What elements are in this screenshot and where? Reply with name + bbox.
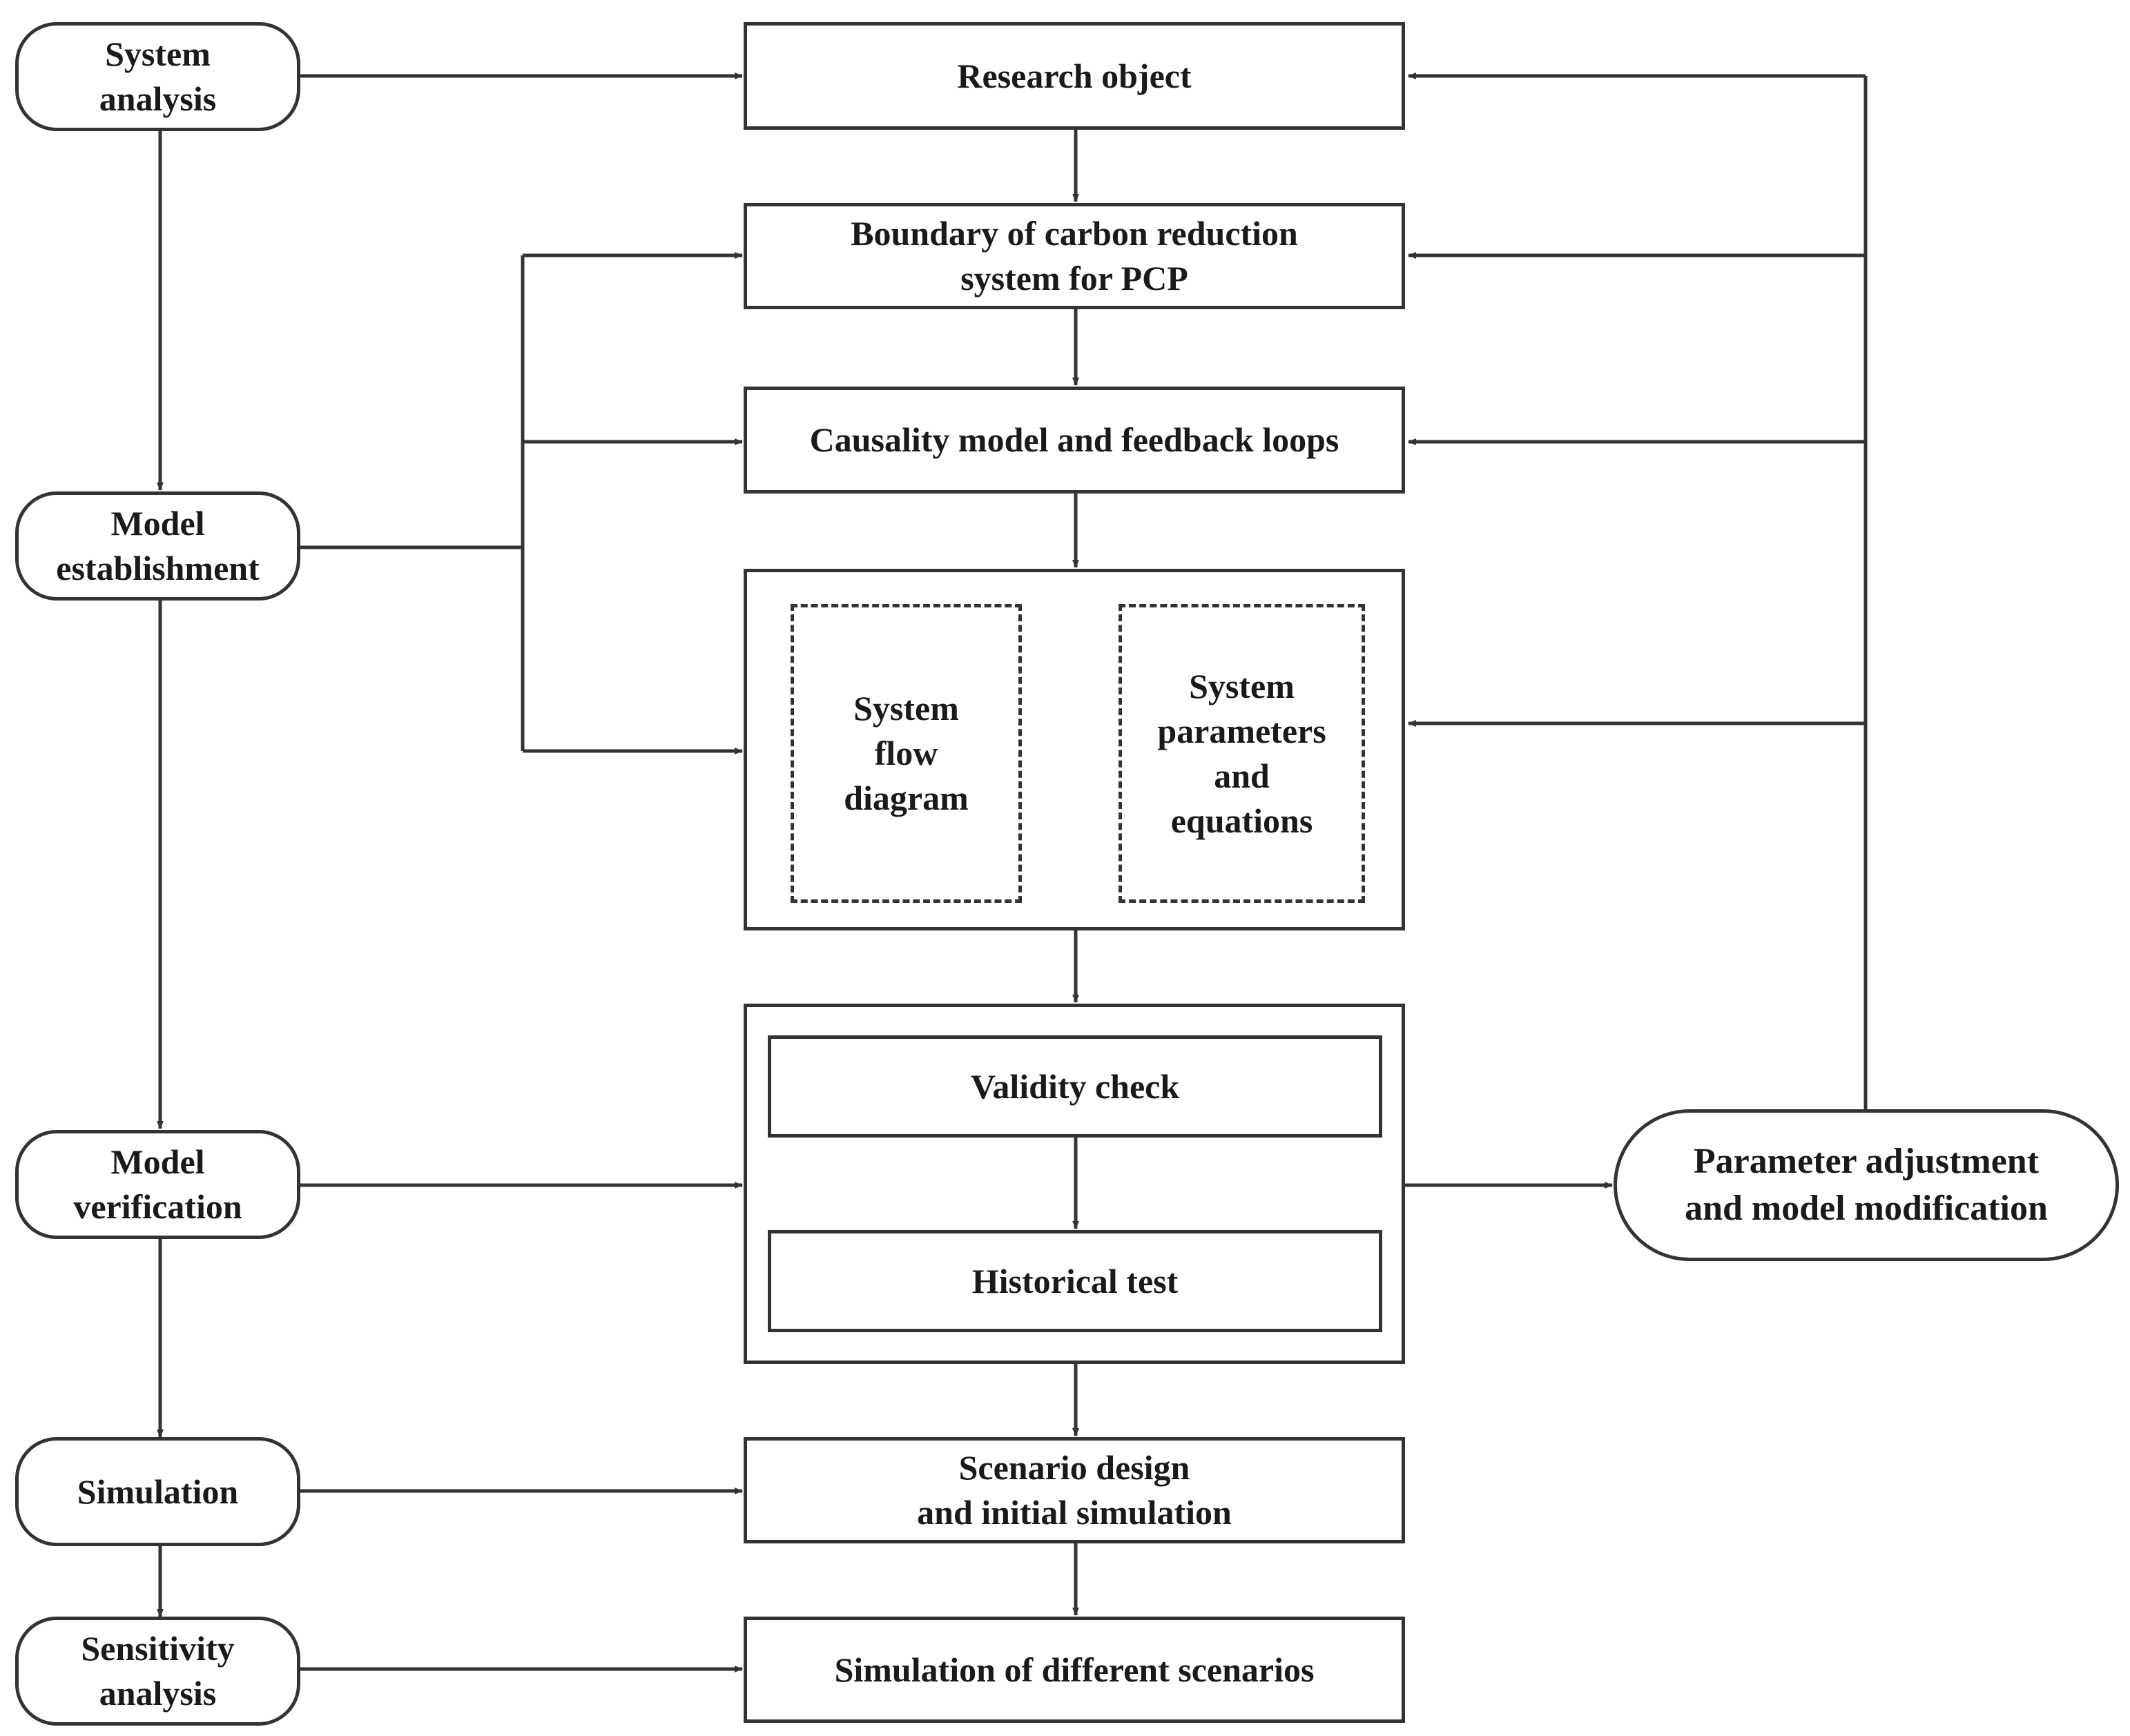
verification-container	[744, 1004, 1405, 1364]
stage-model-establishment-label: Model establishment	[56, 504, 260, 587]
system-structure-container	[744, 569, 1405, 930]
stage-sensitivity-analysis: Sensitivity analysis	[15, 1617, 300, 1726]
research-object-label: Research object	[957, 56, 1192, 95]
box-scenario-design: Scenario design and initial simulation	[744, 1437, 1405, 1543]
box-validity-check: Validity check	[768, 1035, 1382, 1138]
box-causality-model: Causality model and feedback loops	[744, 387, 1405, 494]
scenario-design-label: Scenario design and initial simulation	[917, 1448, 1232, 1532]
causality-model-label: Causality model and feedback loops	[809, 420, 1339, 459]
box-system-parameters: System parameters and equations	[1119, 604, 1365, 903]
stage-model-verification-label: Model verification	[73, 1142, 242, 1226]
system-parameters-label: System parameters and equations	[1157, 666, 1326, 840]
different-scenarios-label: Simulation of different scenarios	[834, 1650, 1315, 1689]
box-different-scenarios: Simulation of different scenarios	[744, 1617, 1405, 1723]
box-system-flow-diagram: System flow diagram	[791, 604, 1022, 903]
stage-model-verification: Model verification	[15, 1130, 300, 1239]
system-flow-diagram-label: System flow diagram	[844, 689, 969, 817]
stage-simulation-label: Simulation	[77, 1472, 239, 1511]
parameter-adjustment-label: Parameter adjustment and model modificat…	[1685, 1142, 2048, 1228]
stage-system-analysis-label: System analysis	[99, 35, 217, 118]
box-research-object: Research object	[744, 22, 1405, 130]
system-boundary-label: Boundary of carbon reduction system for …	[851, 214, 1298, 298]
box-historical-test: Historical test	[768, 1230, 1382, 1332]
stage-model-establishment: Model establishment	[15, 491, 300, 601]
historical-test-label: Historical test	[971, 1261, 1179, 1300]
stage-sensitivity-analysis-label: Sensitivity analysis	[81, 1629, 235, 1713]
validity-check-label: Validity check	[970, 1066, 1180, 1106]
box-system-boundary: Boundary of carbon reduction system for …	[744, 203, 1405, 309]
stage-system-analysis: System analysis	[15, 22, 300, 131]
box-parameter-adjustment: Parameter adjustment and model modificat…	[1614, 1109, 2119, 1261]
stage-simulation: Simulation	[15, 1437, 300, 1546]
